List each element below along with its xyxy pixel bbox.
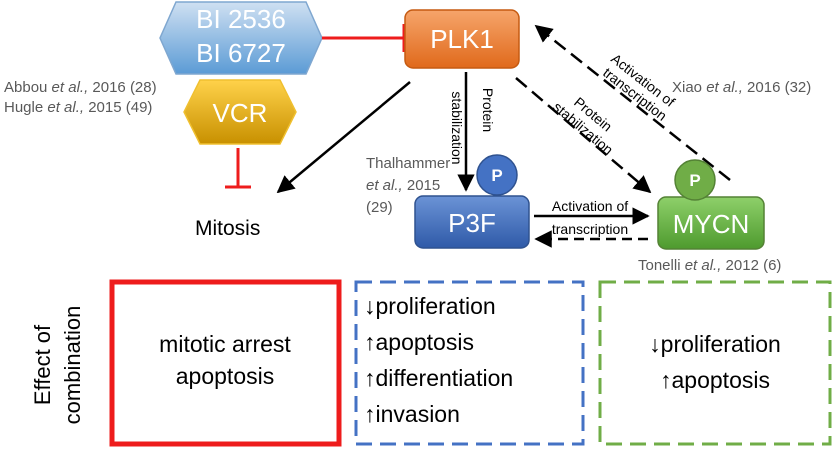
- green-box-line-1: ↓proliferation: [649, 331, 781, 357]
- inhibitor-label-2: BI 6727: [196, 38, 286, 68]
- effect-label-2: combination: [60, 306, 85, 425]
- p3f-phospho-label: P: [491, 166, 502, 185]
- edge-plk1-mitosis: [276, 81, 411, 194]
- mycn-phospho-circle: [674, 159, 716, 201]
- plk1-node: PLK1: [404, 9, 520, 69]
- effect-box-green: ↓proliferation ↑apoptosis: [598, 280, 832, 446]
- edge-plk1-mycn: [515, 77, 652, 194]
- edge-label-plk1-p3f-2: stabilization: [449, 91, 465, 164]
- red-box-line-2: apoptosis: [176, 363, 274, 389]
- effect-box-blue: ↓proliferation ↑apoptosis ↑differentiati…: [354, 280, 585, 446]
- green-box-line-2: ↑apoptosis: [660, 367, 770, 393]
- reference-thalhammer-1: Thalhammer: [366, 155, 450, 172]
- edge-label-plk1-p3f-1: Protein: [480, 88, 496, 132]
- p3f-label: P3F: [448, 208, 496, 238]
- inhibitor-label-1: BI 2536: [196, 4, 286, 34]
- p3f-node: P3F P: [414, 154, 530, 249]
- reference-abbou: Abbou et al., 2016 (28): [4, 79, 157, 96]
- inhibition-edge-bi-plk1: [322, 24, 406, 52]
- plk1-label: PLK1: [430, 24, 494, 54]
- reference-tonelli: Tonelli et al., 2012 (6): [638, 257, 781, 274]
- inhibitor-node: BI 2536 BI 6727: [159, 1, 323, 75]
- blue-box-line-3: ↑differentiation: [364, 365, 513, 391]
- mycn-phospho-label: P: [689, 171, 700, 190]
- p3f-phospho-circle: [476, 154, 518, 196]
- reference-xiao: Xiao et al., 2016 (32): [672, 79, 811, 96]
- inhibition-edge-vcr-mitosis: [225, 148, 251, 189]
- effect-label-1: Effect of: [30, 324, 55, 405]
- vcr-node: VCR: [183, 79, 297, 145]
- reference-hugle: Hugle et al., 2015 (49): [4, 99, 152, 116]
- reference-thalhammer-3: (29): [366, 199, 393, 216]
- blue-box-line-1: ↓proliferation: [364, 293, 496, 319]
- mycn-node: MYCN P: [657, 159, 765, 250]
- mitosis-label: Mitosis: [195, 217, 260, 240]
- reference-thalhammer-2: et al., 2015: [366, 177, 440, 194]
- blue-box-line-4: ↑invasion: [364, 401, 460, 427]
- blue-box-line-2: ↑apoptosis: [364, 329, 474, 355]
- vcr-label: VCR: [213, 98, 268, 128]
- edge-label-p3f-mycn-2: transcription: [552, 221, 628, 237]
- mycn-label: MYCN: [673, 209, 750, 239]
- effect-box-red: mitotic arrest apoptosis: [109, 279, 342, 447]
- edge-label-p3f-mycn-1: Activation of: [552, 198, 628, 214]
- red-box-line-1: mitotic arrest: [159, 331, 291, 357]
